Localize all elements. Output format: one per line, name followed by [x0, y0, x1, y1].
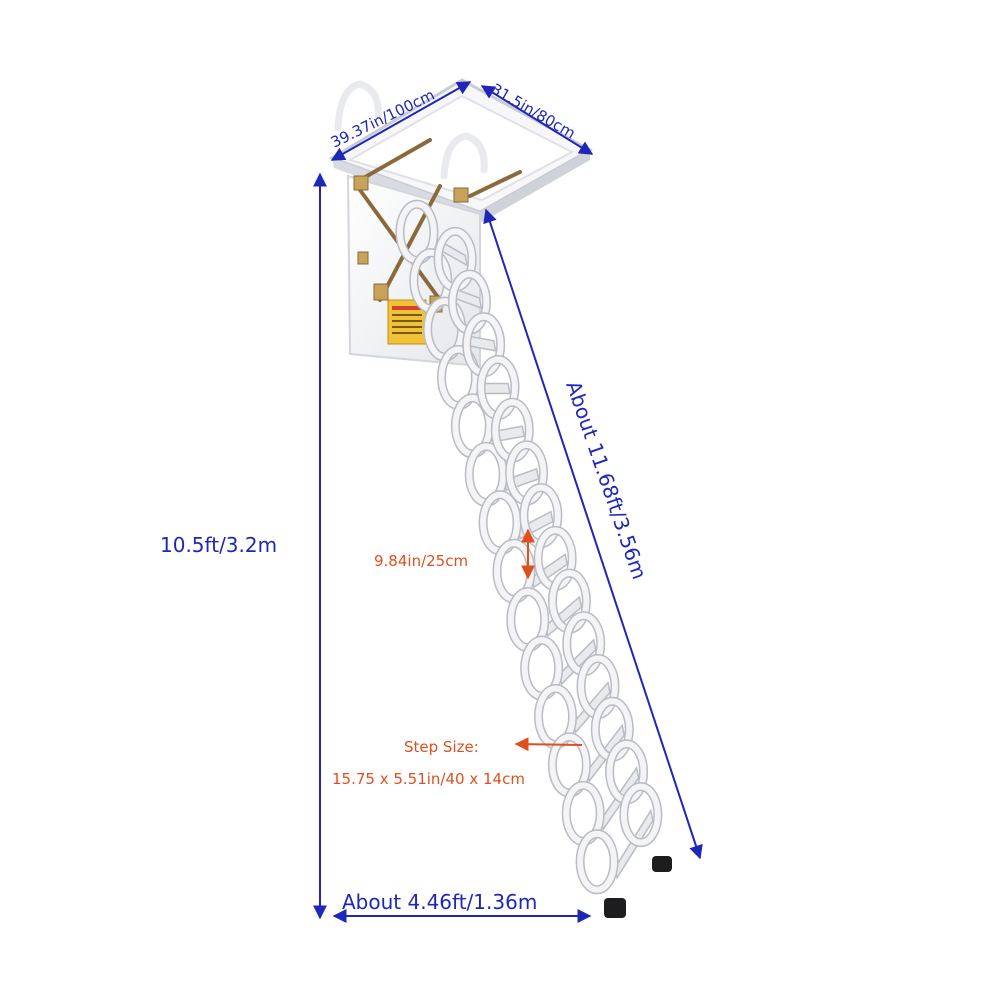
top-width-arrow [330, 81, 472, 161]
base-width-label: About 4.46ft/1.36m [342, 890, 537, 914]
ladder-foot [604, 856, 672, 918]
top-depth-arrow [480, 85, 594, 155]
step-spacing-label: 9.84in/25cm [374, 552, 468, 570]
step-size-title: Step Size: [404, 738, 479, 756]
step-size-value: 15.75 x 5.51in/40 x 14cm [332, 770, 525, 788]
step-size-arrow [514, 737, 583, 752]
length-arrow [483, 208, 703, 860]
height-label: 10.5ft/3.2m [160, 533, 277, 557]
ladder-link [577, 830, 618, 893]
